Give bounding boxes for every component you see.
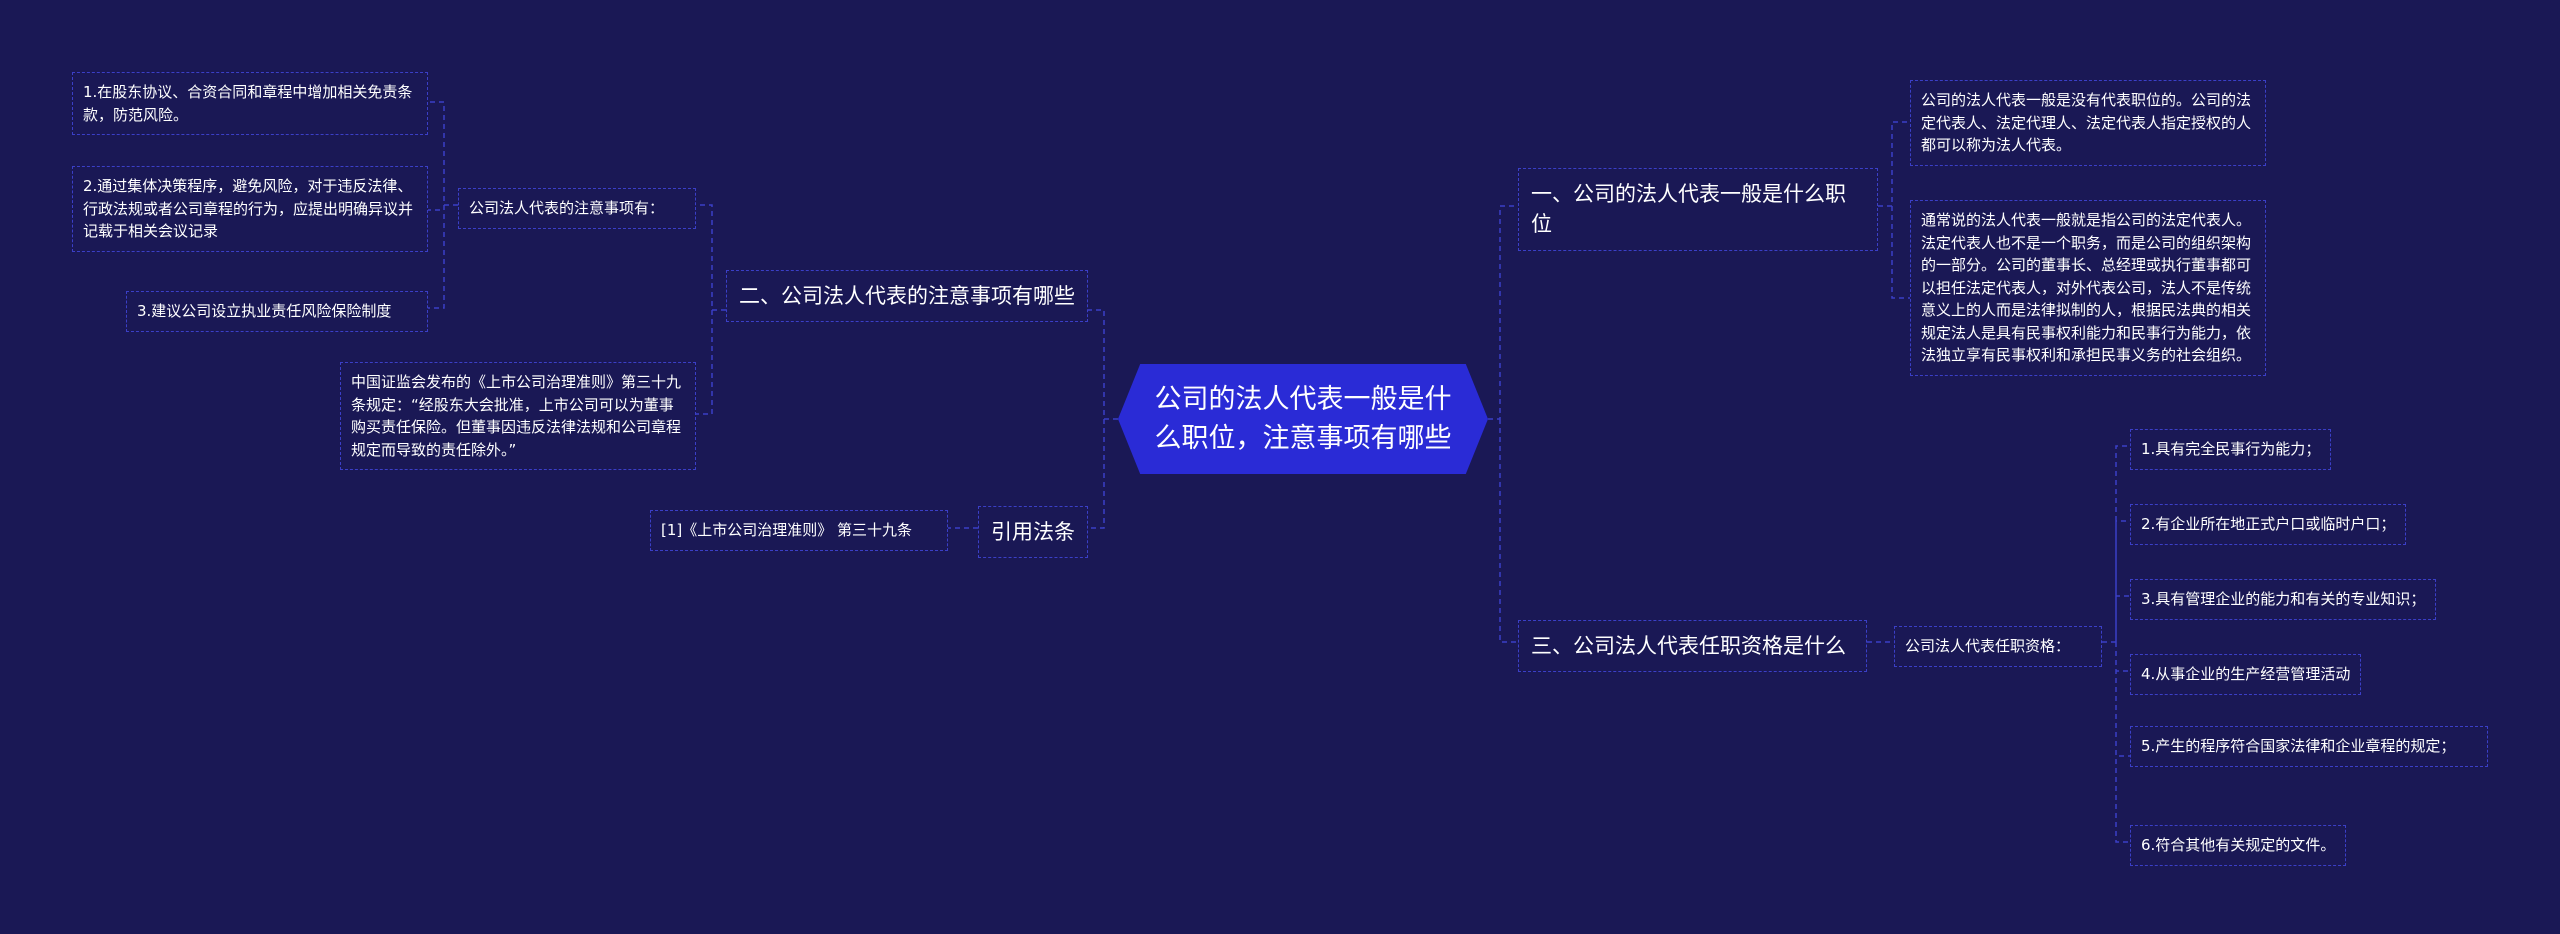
connector-b2-items <box>428 101 458 309</box>
qualification-item[interactable]: 6.符合其他有关规定的文件。 <box>2130 825 2347 866</box>
precaution-item[interactable]: 1.在股东协议、合资合同和章程中增加相关免责条款，防范风险。 <box>72 72 428 135</box>
precaution-item[interactable]: 2.通过集体决策程序，避免风险，对于违反法律、行政法规或者公司章程的行为，应提出… <box>72 166 428 252</box>
qualification-item[interactable]: 2.有企业所在地正式户口或临时户口； <box>2130 504 2407 545</box>
qualifications-subtopic[interactable]: 公司法人代表任职资格： <box>1894 626 2102 667</box>
qualification-item[interactable]: 4.从事企业的生产经营管理活动 <box>2130 654 2362 695</box>
qualification-item[interactable]: 1.具有完全民事行为能力； <box>2130 429 2332 470</box>
precaution-quote[interactable]: 中国证监会发布的《上市公司治理准则》第三十九条规定：“经股东大会批准，上市公司可… <box>340 362 696 470</box>
connector-root-right <box>1488 205 1518 643</box>
connector-b1-children <box>1878 121 1910 299</box>
connector-b3-items <box>2102 445 2130 843</box>
branch-precautions[interactable]: 二、公司法人代表的注意事项有哪些 <box>726 270 1088 323</box>
branch-qualifications[interactable]: 三、公司法人代表任职资格是什么 <box>1518 620 1867 673</box>
branch-citations[interactable]: 引用法条 <box>978 506 1088 559</box>
connector-b2-children <box>696 204 726 415</box>
qualification-item[interactable]: 3.具有管理企业的能力和有关的专业知识； <box>2130 579 2437 620</box>
citation-reference[interactable]: [1]《上市公司治理准则》 第三十九条 <box>650 510 948 551</box>
leaf-position-summary[interactable]: 公司的法人代表一般是没有代表职位的。公司的法定代表人、法定代理人、法定代表人指定… <box>1910 80 2266 166</box>
root-topic[interactable]: 公司的法人代表一般是什么职位，注意事项有哪些 <box>1118 364 1488 474</box>
qualification-item[interactable]: 5.产生的程序符合国家法律和企业章程的规定； <box>2130 726 2488 767</box>
precaution-item[interactable]: 3.建议公司设立执业责任风险保险制度 <box>126 291 428 332</box>
connector-root-left <box>1088 309 1118 529</box>
leaf-position-detail[interactable]: 通常说的法人代表一般就是指公司的法定代表人。法定代表人也不是一个职务，而是公司的… <box>1910 200 2266 376</box>
precautions-subtopic[interactable]: 公司法人代表的注意事项有： <box>458 188 696 229</box>
branch-position[interactable]: 一、公司的法人代表一般是什么职位 <box>1518 168 1878 251</box>
